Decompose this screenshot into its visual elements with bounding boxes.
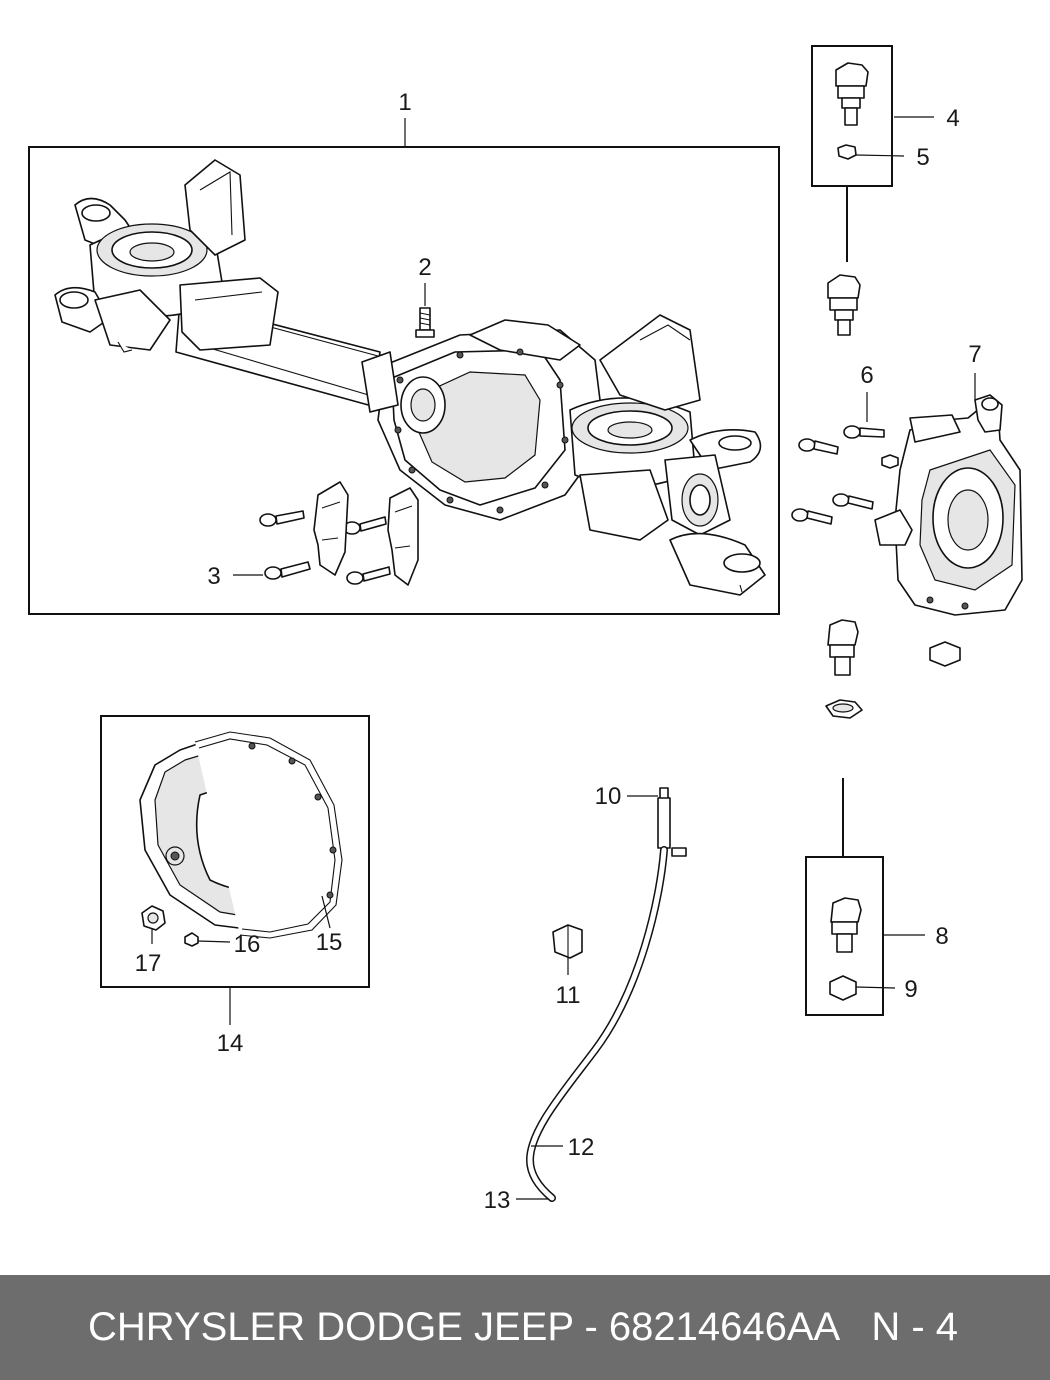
upper-ball-joint-frame <box>811 45 893 187</box>
catalog-part-number-title: CHRYSLER DODGE JEEP - 68214646AA <box>88 1305 841 1349</box>
callout-9: 9 <box>904 976 917 1003</box>
callout-12: 12 <box>568 1134 595 1161</box>
lower-ball-joint-group <box>805 778 925 1016</box>
parts-diagram: 1 2 3 4 5 6 7 8 9 10 11 12 13 14 15 16 1… <box>28 45 1023 1214</box>
bolt-part-2 <box>415 283 435 338</box>
callout-3: 3 <box>207 563 220 590</box>
bearing-cap-bolts-part-3 <box>233 481 419 586</box>
callout-15: 15 <box>316 929 343 956</box>
callout-5: 5 <box>916 144 929 171</box>
callout-14: 14 <box>217 1030 244 1057</box>
knuckle-bolts-part-6 <box>791 392 961 719</box>
callout-2: 2 <box>418 254 431 281</box>
callout-4: 4 <box>946 105 959 132</box>
steering-knuckle-part-7 <box>874 373 1023 616</box>
callout-8: 8 <box>935 923 948 950</box>
callout-13: 13 <box>484 1187 511 1214</box>
left-knuckle-part <box>54 159 279 353</box>
callout-6: 6 <box>860 362 873 389</box>
upper-ball-joint-group <box>811 45 934 336</box>
axle-assembly-group <box>28 118 780 615</box>
lower-ball-joint-frame <box>805 856 884 1016</box>
callout-10: 10 <box>595 783 622 810</box>
catalog-page-number: N - 4 <box>871 1305 958 1349</box>
callout-16: 16 <box>234 931 261 958</box>
differential-cover-group <box>100 715 370 1025</box>
catalog-footer-bar: CHRYSLER DODGE JEEP - 68214646AA N - 4 <box>0 1275 1050 1380</box>
right-knuckle-part <box>569 314 766 596</box>
callout-11: 11 <box>556 982 581 1009</box>
differential-housing-part <box>361 319 606 521</box>
differential-cover-frame <box>100 715 370 988</box>
callout-1: 1 <box>398 89 411 116</box>
callout-7: 7 <box>968 341 981 368</box>
vent-hose-group <box>516 787 687 1202</box>
callout-17: 17 <box>135 950 162 977</box>
axle-assembly-frame <box>28 146 780 615</box>
